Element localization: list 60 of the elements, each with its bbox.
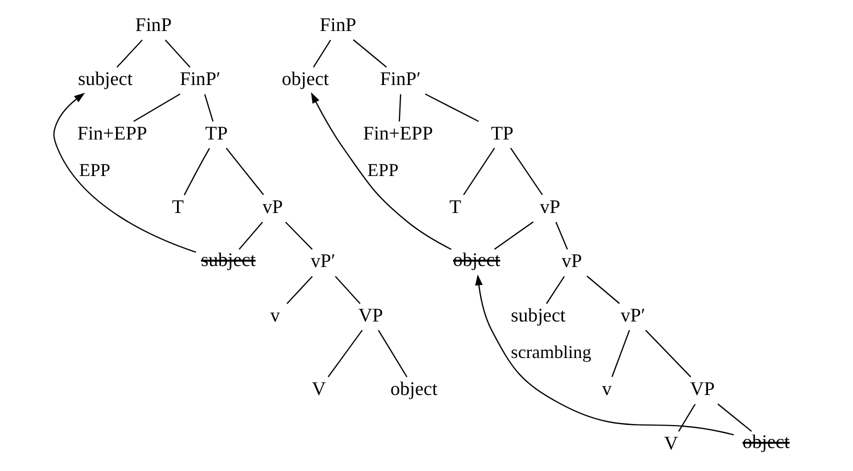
node-text: FinP [135, 14, 172, 36]
connector [378, 330, 408, 378]
node-text: T [172, 196, 184, 218]
edge-label: scrambling [510, 342, 592, 362]
arrow [311, 92, 452, 250]
node-text: V [664, 433, 678, 454]
connector [678, 404, 696, 432]
arrow [475, 274, 734, 436]
connector [555, 222, 568, 250]
connector [133, 94, 180, 122]
connector [164, 40, 190, 68]
connector [286, 276, 313, 304]
node-text: TP [205, 123, 228, 144]
connector [586, 276, 620, 304]
node-text: vP′ [310, 251, 336, 272]
connector [398, 94, 402, 122]
node-text: FinP′ [380, 69, 421, 90]
node-text: v [602, 379, 612, 400]
connector [116, 40, 143, 68]
connector [611, 330, 630, 378]
connector [645, 330, 692, 378]
node-text: v [270, 305, 280, 326]
node-text: VP [690, 379, 715, 400]
node-text: VP [358, 305, 384, 326]
connector [285, 222, 313, 250]
node-text: V [312, 379, 326, 400]
node-text: subject [78, 69, 133, 90]
connector [334, 276, 361, 304]
connector [546, 276, 565, 304]
node-text: object [390, 379, 438, 400]
node-text: vP [262, 196, 283, 218]
node-text: subject [200, 250, 256, 272]
node-text: object [742, 432, 790, 454]
node-text: FinP′ [180, 69, 221, 90]
node-text: T [449, 196, 462, 218]
node-text: TP [491, 123, 514, 144]
edge-label: EPP [79, 160, 110, 180]
node-text: FinP [320, 14, 356, 36]
connector [204, 94, 214, 122]
node-text: object [453, 250, 500, 272]
connector [424, 93, 479, 122]
connector [328, 330, 363, 378]
node-text: Fin+EPP [77, 123, 148, 144]
connector [510, 148, 543, 196]
node-text: vP [540, 196, 560, 218]
node-text: vP′ [620, 305, 646, 326]
arrow [53, 92, 196, 253]
connector [352, 39, 387, 68]
node-text: Fin+EPP [363, 123, 434, 144]
node-text: vP [562, 251, 582, 272]
connector [238, 222, 263, 250]
connector [717, 404, 752, 432]
connector [312, 40, 332, 68]
connector [226, 148, 264, 196]
connector [463, 148, 495, 196]
node-text: object [282, 69, 329, 90]
node-text: subject [510, 305, 566, 326]
connector [494, 221, 534, 250]
connector [184, 148, 210, 196]
edge-label: EPP [367, 160, 399, 180]
